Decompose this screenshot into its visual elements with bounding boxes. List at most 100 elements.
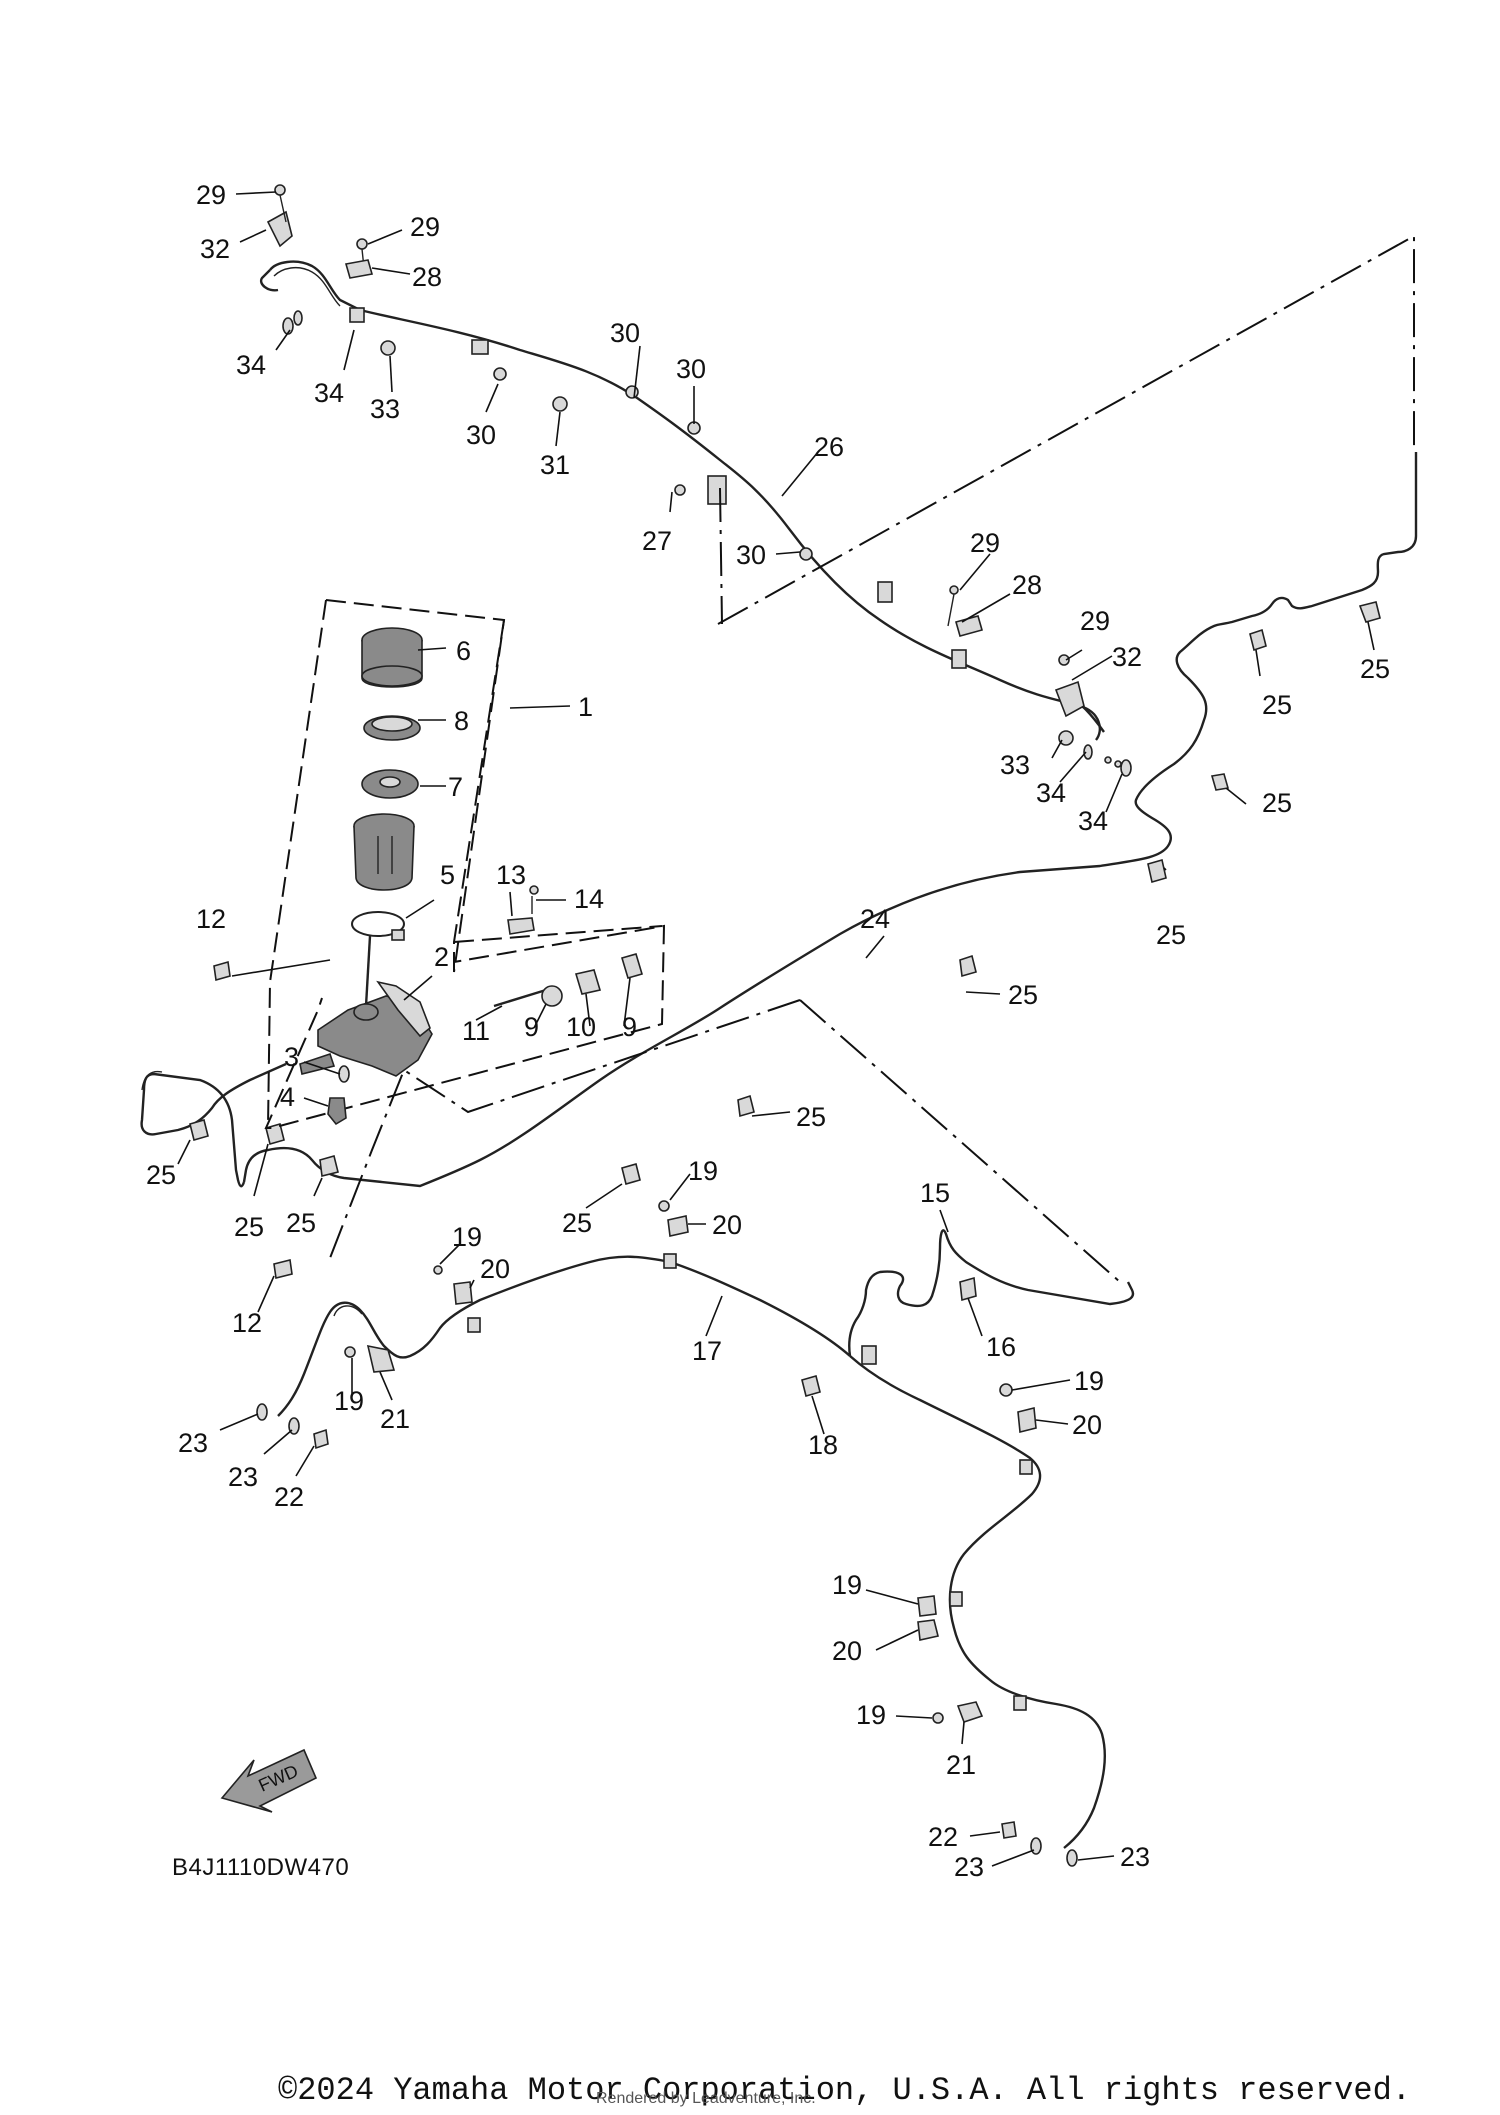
callout-20: 20	[712, 1210, 742, 1240]
callout-19: 19	[1074, 1366, 1104, 1396]
callout-29: 29	[1080, 606, 1110, 636]
callout-25: 25	[1156, 920, 1186, 950]
callout-32: 32	[200, 234, 230, 264]
hose-joint	[949, 1591, 963, 1607]
callout-22: 22	[274, 1482, 304, 1512]
callout-29: 29	[970, 528, 1000, 558]
gasket	[256, 1403, 268, 1421]
bracket	[366, 1344, 396, 1373]
clip	[799, 547, 813, 561]
diagram-code: B4J1110DW470	[172, 1854, 350, 1881]
hose-clamp	[917, 1619, 939, 1641]
master-cylinder-assembly	[213, 599, 666, 1279]
hose-joint	[467, 1317, 481, 1333]
callout-12: 12	[232, 1308, 262, 1338]
callout-33: 33	[1000, 750, 1030, 780]
callout-19: 19	[832, 1570, 862, 1600]
bolt	[932, 1712, 944, 1724]
push-rod	[493, 988, 547, 1008]
bolt	[213, 960, 231, 982]
bolt	[274, 184, 286, 196]
hose-joint	[1013, 1695, 1027, 1711]
callout-5: 5	[440, 860, 455, 890]
clip	[493, 367, 507, 381]
clevis	[574, 969, 602, 995]
pipe-clip	[959, 1276, 977, 1302]
callout-21: 21	[380, 1404, 410, 1434]
callout-22: 22	[928, 1822, 958, 1852]
diaphragm	[361, 769, 419, 799]
callout-19: 19	[334, 1386, 364, 1416]
reference-line	[329, 999, 801, 1259]
callout-9: 9	[524, 1012, 539, 1042]
callout-25: 25	[1262, 788, 1292, 818]
bracket	[1054, 680, 1085, 718]
callout-20: 20	[1072, 1410, 1102, 1440]
hose-clamp	[1017, 1406, 1037, 1434]
reference-line	[799, 999, 1121, 1283]
callout-29: 29	[410, 212, 440, 242]
callout-19: 19	[688, 1156, 718, 1186]
bolt	[273, 1259, 293, 1279]
callout-25: 25	[796, 1102, 826, 1132]
reservoir-cap	[361, 627, 423, 688]
bolt	[801, 1375, 821, 1397]
nut	[541, 985, 563, 1007]
callout-2: 2	[434, 942, 449, 972]
pipe-grommet	[707, 475, 727, 505]
callout-7: 7	[448, 772, 463, 802]
clamp	[552, 396, 568, 412]
bracket	[956, 1701, 984, 1724]
callout-25: 25	[146, 1160, 176, 1190]
callout-20: 20	[480, 1254, 510, 1284]
callout-18: 18	[808, 1430, 838, 1460]
callout-8: 8	[454, 706, 469, 736]
callout-19: 19	[452, 1222, 482, 1252]
bolt	[949, 585, 959, 595]
callout-32: 32	[1112, 642, 1142, 672]
hose-joint	[1019, 1459, 1033, 1475]
callout-25: 25	[1360, 654, 1390, 684]
callout-17: 17	[692, 1336, 722, 1366]
clevis-pin	[507, 917, 535, 935]
callout-34: 34	[1036, 778, 1066, 808]
callout-28: 28	[412, 262, 442, 292]
clip	[625, 385, 639, 399]
callout-25: 25	[286, 1208, 316, 1238]
master-cylinder-body	[299, 980, 433, 1077]
bolt	[1058, 730, 1074, 746]
cotter-pin	[529, 885, 539, 895]
callout-15: 15	[920, 1178, 950, 1208]
hose-grommet	[861, 1345, 877, 1365]
callout-34: 34	[236, 350, 266, 380]
reservoir-tank	[353, 813, 415, 891]
callout-21: 21	[946, 1750, 976, 1780]
forward-arrow-icon: FWD	[220, 1748, 318, 1813]
bolt	[356, 238, 368, 250]
callout-27: 27	[642, 526, 672, 556]
callout-23: 23	[178, 1428, 208, 1458]
callout-1: 1	[578, 692, 593, 722]
hose-clamp	[917, 1595, 937, 1617]
callout-29: 29	[196, 180, 226, 210]
callout-10: 10	[566, 1012, 596, 1042]
bolt	[380, 340, 396, 356]
bolt	[674, 484, 686, 496]
pipe-clip	[471, 339, 489, 355]
bolt	[1058, 654, 1070, 666]
pin	[338, 1065, 350, 1083]
callout-12: 12	[196, 904, 226, 934]
pipe-clips	[189, 601, 1381, 1185]
callout-25: 25	[1008, 980, 1038, 1010]
hose-clamp	[453, 1281, 473, 1305]
callout-25: 25	[1262, 690, 1292, 720]
callout-20: 20	[832, 1636, 862, 1666]
bracket	[955, 615, 983, 637]
callout-23: 23	[228, 1462, 258, 1492]
leader-lines	[177, 191, 1375, 1867]
long-brake-pipe	[140, 452, 1418, 1188]
bolt	[344, 1346, 356, 1358]
callout-25: 25	[234, 1212, 264, 1242]
hose-joint	[663, 1253, 677, 1269]
